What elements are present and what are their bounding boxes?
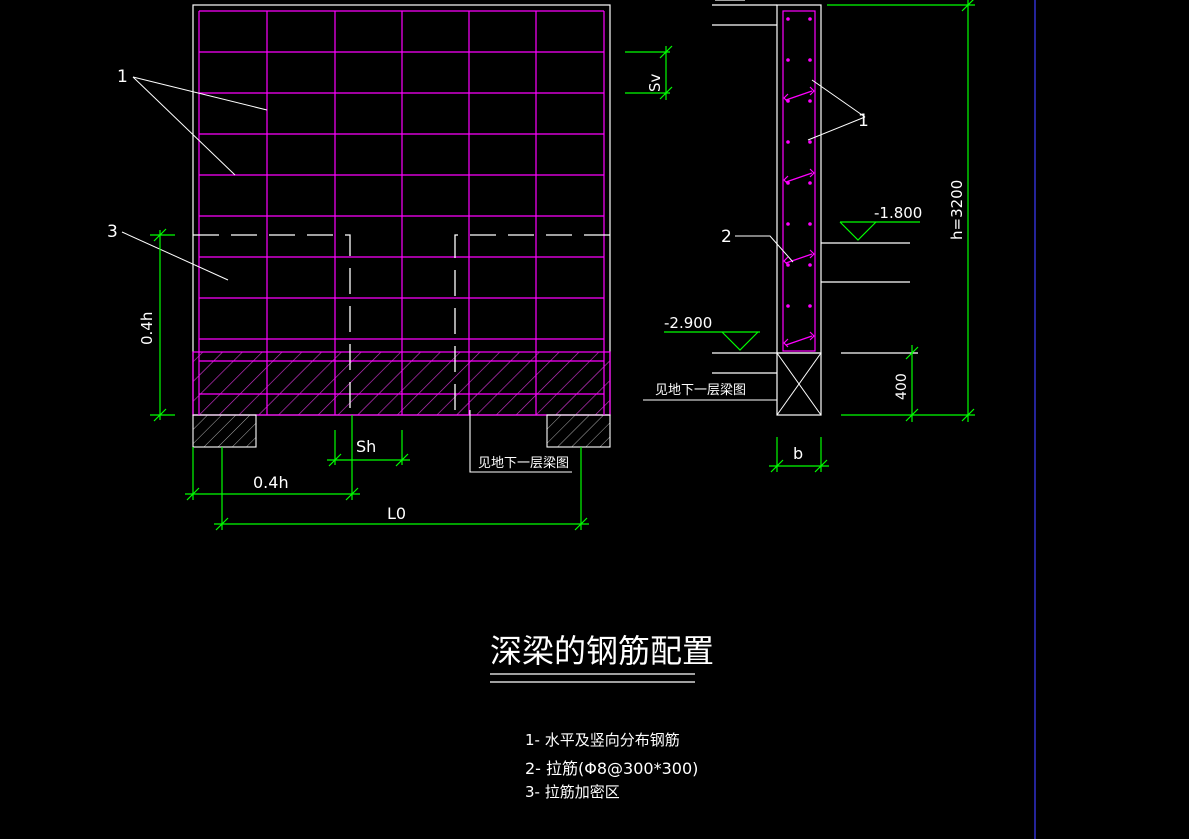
legend-item-3: 3- 拉筋加密区 [525,783,620,801]
section-rebar-dot [808,99,812,103]
dim-horizontal-04h-label: 0.4h [253,473,289,492]
rebar-grid [198,10,605,415]
callout-1-leader-a [132,76,268,111]
callout-3-leader [121,231,229,281]
drawing-title: 深梁的钢筋配置 [490,632,714,670]
section-rebar-dot [786,58,790,62]
section-rebar-dot [808,17,812,21]
dim-400 [905,345,919,422]
dim-sv-label: Sv [646,73,664,92]
section-ties [783,86,815,348]
dim-sh-label: Sh [356,437,376,456]
section-tie [783,86,815,103]
dim-b [769,437,829,473]
section-rebar-dot [786,140,790,144]
callout-3-label: 3 [107,222,118,242]
dim-h3200-label: h=3200 [948,180,966,240]
elev-1800-marker [839,221,920,241]
dim-l0-label: L0 [387,504,406,523]
section-tie [783,168,815,185]
dim-vertical-04h [150,228,175,422]
section-callout-2-label: 2 [721,227,732,247]
right-support [546,414,611,448]
section-rebar-dot [786,304,790,308]
section-footing [776,352,822,416]
section-callout-1-label: 1 [858,111,869,131]
elev-2900-label: -2.900 [664,314,712,332]
section-callout-2-leader [735,235,794,263]
tie-zone-outline [193,234,610,415]
lower-beam-note-right: 见地下一层梁图 [655,383,746,398]
callout-1-leader-b [132,76,236,176]
dim-horizontal-04h [185,415,360,501]
dim-sh [327,430,410,467]
section-rebar-dot [808,140,812,144]
section-rebar-dot [786,222,790,226]
beam-elevation: 1 3 0.4h Sv Sh [107,4,673,531]
dim-b-label: b [793,444,803,463]
lower-beam-note-left: 见地下一层梁图 [478,456,569,471]
section-rebar-cage [782,10,816,352]
elev-2900-marker [664,331,760,351]
section-tie [783,249,815,266]
dim-sv [625,45,673,100]
dim-l0 [214,447,589,531]
dim-vertical-04h-label: 0.4h [138,312,156,345]
elev-1800-label: -1.800 [874,204,922,222]
section-rebar-dot [808,58,812,62]
dim-400-label: 400 [894,373,910,400]
section-rebar-dot [808,222,812,226]
section-rebar-dot [808,181,812,185]
callout-1-label: 1 [117,67,128,87]
lower-beam-note-leader [469,410,572,473]
section-slabs [712,0,918,374]
section-callout-1-leader-a [811,79,866,118]
section-rebar-dot [808,304,812,308]
left-support [192,414,257,448]
section-rebar-dot [808,263,812,267]
section-rebar-dots [786,17,812,308]
legend-item-2: 2- 拉筋(Φ8@300*300) [525,759,698,778]
dim-h3200 [827,0,975,422]
section-tie [783,331,815,348]
legend-item-1: 1- 水平及竖向分布钢筋 [525,731,680,749]
beam-section: 1 2 -1.800 -2.900 h=3200 [643,0,975,473]
section-callout-1-leader-b [807,116,866,141]
section-rebar-dot [786,17,790,21]
